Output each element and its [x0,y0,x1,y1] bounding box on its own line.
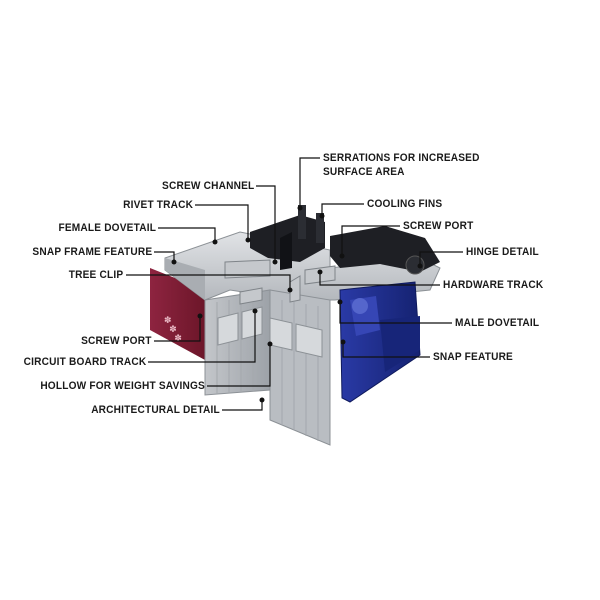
maroon-panel: ✽ ✽ ✽ [150,268,205,360]
leader-dot [337,299,343,305]
black-part [250,205,325,270]
label-hollow-weight-savings: HOLLOW FOR WEIGHT SAVINGS [40,380,205,392]
label-hinge-detail: HINGE DETAIL [466,246,539,258]
leader-dot [197,313,203,319]
leader-dot [287,287,293,293]
label-circuit-board-track: CIRCUIT BOARD TRACK [23,356,146,368]
blue-part [339,281,421,403]
leader-dot [267,341,273,347]
label-screw-channel: SCREW CHANNEL [161,180,254,192]
leader-dot [245,237,251,243]
aluminum-body [164,231,441,446]
leader-dot [319,213,325,219]
label-female-dovetail: FEMALE DOVETAIL [58,222,156,234]
label-screw-port-right: SCREW PORT [403,220,474,232]
leader-dot [252,308,258,314]
label-architectural-detail: ARCHITECTURAL DETAIL [91,404,220,416]
leader-dot [339,253,345,259]
label-screw-port-left: SCREW PORT [81,335,152,347]
label-male-dovetail: MALE DOVETAIL [455,317,540,329]
leader-dot [317,269,323,275]
label-cooling-fins: COOLING FINS [367,198,443,210]
label-snap-frame-feature: SNAP FRAME FEATURE [32,246,152,258]
leader-dot [259,397,265,403]
leader-dot [171,259,177,265]
label-snap-feature: SNAP FEATURE [433,351,513,363]
leader-dot [212,239,218,245]
leader-dot [272,259,278,265]
leader-dot [417,263,423,269]
label-serrations-line1: SERRATIONS FOR INCREASED [323,152,480,164]
label-rivet-track: RIVET TRACK [122,199,193,211]
leader-dot [297,205,303,211]
leader-dot [340,339,346,345]
label-tree-clip: TREE CLIP [68,269,123,281]
label-hardware-track: HARDWARE TRACK [443,279,544,291]
label-serrations-line2: SURFACE AREA [323,166,405,178]
